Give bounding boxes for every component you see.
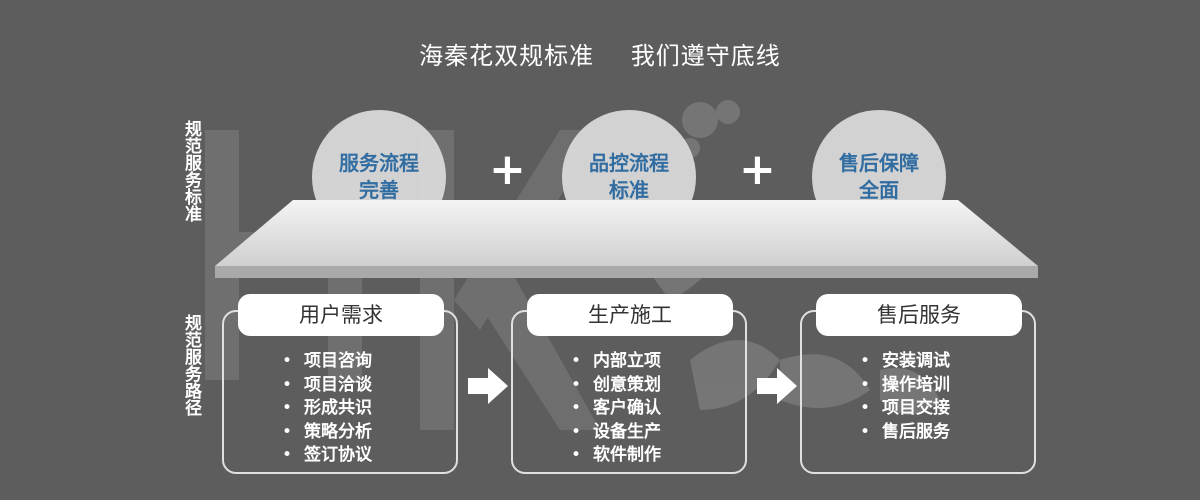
stage-title-user-needs: 用户需求 [238,294,444,336]
list-item: 签订协议 [282,444,372,468]
circle-after-sales-text: 售后保障全面 [839,151,919,202]
circle-service-process: 服务流程完善 [312,110,446,244]
list-item: 软件制作 [571,444,661,468]
list-item: 售后服务 [860,421,950,445]
stage-list-user-needs: 项目咨询 项目洽谈 形成共识 策略分析 签订协议 [282,350,372,468]
list-item: 项目交接 [860,397,950,421]
list-item: 创意策划 [571,374,661,398]
list-item: 设备生产 [571,421,661,445]
list-item: 策略分析 [282,421,372,445]
circle-quality-control: 品控流程标准 [562,110,696,244]
plus-icon: + [489,144,526,195]
circle-after-sales: 售后保障全面 [812,110,946,244]
circle-quality-control-text: 品控流程标准 [589,151,669,202]
stage-title-production: 生产施工 [527,294,733,336]
list-item: 安装调试 [860,350,950,374]
list-item: 内部立项 [571,350,661,374]
headline: 海秦花双规标准 我们遵守底线 [0,36,1200,71]
stage-list-production: 内部立项 创意策划 客户确认 设备生产 软件制作 [571,350,661,468]
label-service-path: 规范服务路径 [181,314,201,416]
circle-service-process-text: 服务流程完善 [339,151,419,202]
arrow-right-icon [468,368,508,404]
stage-title-after-sales: 售后服务 [816,294,1022,336]
arrow-right-icon [757,368,797,404]
stage-list-after-sales: 安装调试 操作培训 项目交接 售后服务 [860,350,950,444]
headline-right: 我们遵守底线 [630,42,781,70]
list-item: 项目洽谈 [282,374,372,398]
headline-left: 海秦花双规标准 [419,42,595,70]
list-item: 项目咨询 [282,350,372,374]
label-service-standard: 规范服务标准 [181,120,201,222]
list-item: 操作培训 [860,374,950,398]
list-item: 形成共识 [282,397,372,421]
plus-icon: + [739,144,776,195]
list-item: 客户确认 [571,397,661,421]
